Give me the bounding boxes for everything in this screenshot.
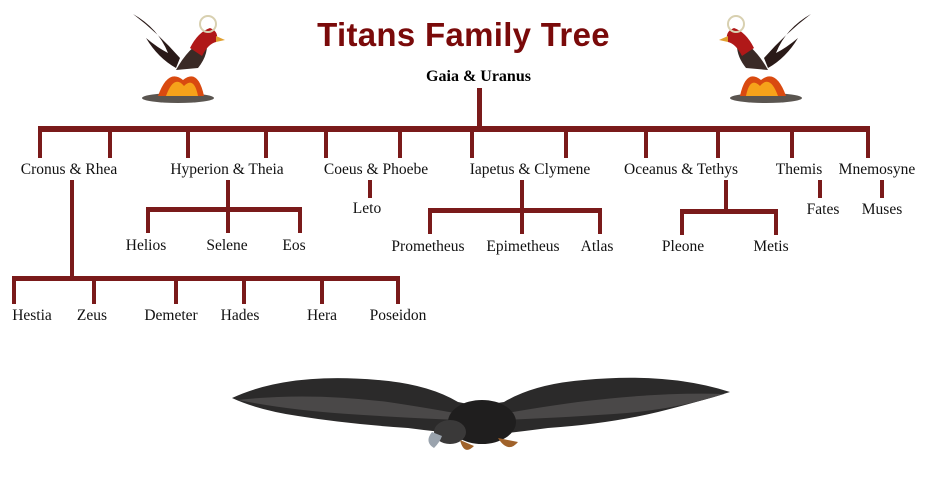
titan-mnemosyne: Mnemosyne bbox=[838, 161, 916, 178]
titan-themis: Themis bbox=[775, 161, 823, 178]
hyperion-stem bbox=[226, 180, 230, 210]
phoenix-right-icon bbox=[719, 14, 811, 103]
child-pleone: Pleone bbox=[661, 238, 705, 255]
cronus-stem bbox=[70, 180, 74, 278]
couple-cronus-rhea: Cronus & Rhea bbox=[20, 161, 118, 178]
oceanus-stem bbox=[724, 180, 728, 212]
child-zeus: Zeus bbox=[76, 307, 108, 324]
root-couple: Gaia & Uranus bbox=[426, 68, 531, 85]
iapetus-drop-3 bbox=[598, 210, 602, 234]
hyperion-branch bbox=[146, 207, 302, 212]
main-branch bbox=[38, 126, 870, 132]
couple-iapetus-clymene: Iapetus & Clymene bbox=[469, 161, 591, 178]
child-prometheus: Prometheus bbox=[391, 238, 465, 255]
drop-10 bbox=[716, 128, 720, 158]
couple-coeus-phoebe: Coeus & Phoebe bbox=[323, 161, 429, 178]
phoenix-left-icon bbox=[133, 14, 225, 103]
child-leto: Leto bbox=[352, 200, 382, 217]
drop-hyperion bbox=[186, 128, 190, 158]
cronus-drop-2 bbox=[92, 278, 96, 304]
child-metis: Metis bbox=[753, 238, 789, 255]
drop-cronus bbox=[38, 128, 42, 158]
child-muses: Muses bbox=[861, 201, 903, 218]
drop-4 bbox=[264, 128, 268, 158]
child-helios: Helios bbox=[125, 237, 167, 254]
couple-hyperion-theia: Hyperion & Theia bbox=[170, 161, 284, 178]
drop-themis bbox=[790, 128, 794, 158]
page-title: Titans Family Tree bbox=[317, 16, 610, 53]
cronus-drop-5 bbox=[320, 278, 324, 304]
child-hades: Hades bbox=[220, 307, 260, 324]
iapetus-branch bbox=[428, 208, 602, 213]
cronus-drop-1 bbox=[12, 278, 16, 304]
drop-8 bbox=[564, 128, 568, 158]
child-fates: Fates bbox=[806, 201, 840, 218]
drop-coeus bbox=[324, 128, 328, 158]
child-epimetheus: Epimetheus bbox=[486, 238, 560, 255]
cronus-drop-6 bbox=[396, 278, 400, 304]
hyperion-drop-1 bbox=[146, 209, 150, 233]
iapetus-drop-2 bbox=[520, 210, 524, 234]
root-stem bbox=[477, 88, 482, 130]
oceanus-drop-2 bbox=[774, 211, 778, 235]
iapetus-drop-1 bbox=[428, 210, 432, 234]
drop-oceanus bbox=[644, 128, 648, 158]
eagle-icon bbox=[232, 377, 730, 450]
child-selene: Selene bbox=[206, 237, 248, 254]
child-poseidon: Poseidon bbox=[369, 307, 427, 324]
child-eos: Eos bbox=[282, 237, 306, 254]
cronus-drop-4 bbox=[242, 278, 246, 304]
child-atlas: Atlas bbox=[580, 238, 614, 255]
couple-oceanus-tethys: Oceanus & Tethys bbox=[624, 161, 738, 178]
child-demeter: Demeter bbox=[144, 307, 198, 324]
hyperion-drop-2 bbox=[226, 209, 230, 233]
drop-2 bbox=[108, 128, 112, 158]
mnemosyne-stem bbox=[880, 180, 884, 198]
drop-mnemosyne bbox=[866, 128, 870, 158]
drop-iapetus bbox=[470, 128, 474, 158]
themis-stem bbox=[818, 180, 822, 198]
child-hera: Hera bbox=[306, 307, 338, 324]
oceanus-branch bbox=[680, 209, 778, 214]
drop-6 bbox=[398, 128, 402, 158]
cronus-drop-3 bbox=[174, 278, 178, 304]
hyperion-drop-3 bbox=[298, 209, 302, 233]
cronus-branch bbox=[12, 276, 400, 281]
coeus-stem bbox=[368, 180, 372, 198]
oceanus-drop-1 bbox=[680, 211, 684, 235]
iapetus-stem bbox=[520, 180, 524, 210]
child-hestia: Hestia bbox=[12, 307, 52, 324]
